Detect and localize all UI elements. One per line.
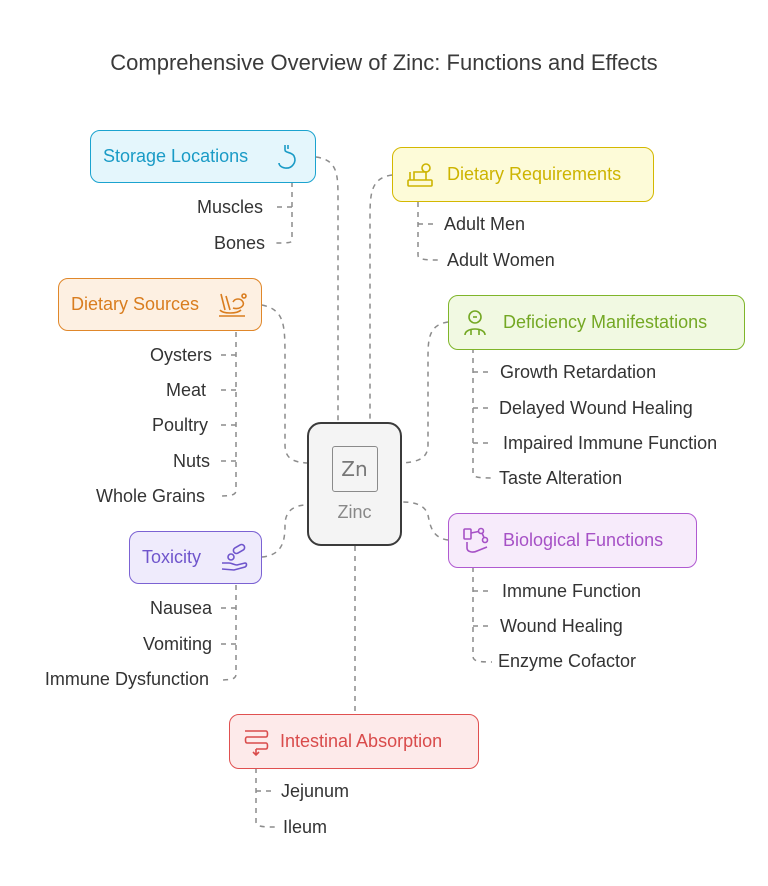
biological-functions-node: Biological Functions xyxy=(448,513,697,568)
pill-hand-icon xyxy=(219,543,249,573)
toxicity-item-immune-dysfunction: Immune Dysfunction xyxy=(44,669,209,689)
stomach-icon xyxy=(273,142,303,172)
storage-locations-node: Storage Locations xyxy=(90,130,316,183)
deficiency-item-delayed-wound-healing: Delayed Wound Healing xyxy=(499,398,693,418)
deficiency-item-taste-alteration: Taste Alteration xyxy=(499,468,623,488)
source-item-oysters: Oysters xyxy=(149,345,212,365)
molecule-hand-icon xyxy=(461,526,491,556)
source-item-whole-grains: Whole Grains xyxy=(95,486,205,506)
food-icon xyxy=(217,290,249,320)
zinc-center-label: Zinc xyxy=(337,501,372,522)
biological-item-wound-healing: Wound Healing xyxy=(500,616,623,636)
sick-person-icon xyxy=(461,308,491,338)
toxicity-item-nausea: Nausea xyxy=(149,598,212,618)
diagram-title: Comprehensive Overview of Zinc: Function… xyxy=(110,50,658,75)
absorption-item-jejunum: Jejunum xyxy=(281,781,350,801)
intestine-icon xyxy=(242,727,270,757)
intestinal-absorption-node: Intestinal Absorption xyxy=(229,714,479,769)
dietary-sources-label: Dietary Sources xyxy=(71,294,200,314)
storage-locations-label: Storage Locations xyxy=(103,146,249,166)
intestinal-absorption-label: Intestinal Absorption xyxy=(280,731,443,751)
toxicity-node: Toxicity xyxy=(129,531,262,584)
source-item-meat: Meat xyxy=(165,380,206,400)
biological-functions-label: Biological Functions xyxy=(503,530,664,550)
scale-icon xyxy=(405,160,435,190)
dietary-sources-node: Dietary Sources xyxy=(58,278,262,331)
toxicity-label: Toxicity xyxy=(142,547,202,567)
zinc-symbol: Zn xyxy=(341,456,368,481)
deficiency-manifestations-label: Deficiency Manifestations xyxy=(503,312,708,332)
biological-item-enzyme-cofactor: Enzyme Cofactor xyxy=(498,651,637,671)
requirement-item-adult-women: Adult Women xyxy=(447,250,555,270)
dietary-requirements-node: Dietary Requirements xyxy=(392,147,654,202)
storage-item-muscles: Muscles xyxy=(196,197,263,217)
source-item-nuts: Nuts xyxy=(172,451,210,471)
source-item-poultry: Poultry xyxy=(151,415,208,435)
zinc-center-node: Zn Zinc xyxy=(307,422,402,546)
deficiency-item-growth-retardation: Growth Retardation xyxy=(500,362,657,382)
storage-item-bones: Bones xyxy=(213,233,265,253)
toxicity-item-vomiting: Vomiting xyxy=(142,634,212,654)
deficiency-item-impaired-immune-function: Impaired Immune Function xyxy=(503,433,718,453)
zinc-symbol-icon: Zn xyxy=(331,445,378,492)
requirement-item-adult-men: Adult Men xyxy=(444,214,526,234)
deficiency-manifestations-node: Deficiency Manifestations xyxy=(448,295,745,350)
dietary-requirements-label: Dietary Requirements xyxy=(447,164,622,184)
biological-item-immune-function: Immune Function xyxy=(502,581,642,601)
absorption-item-ileum: Ileum xyxy=(283,817,328,837)
